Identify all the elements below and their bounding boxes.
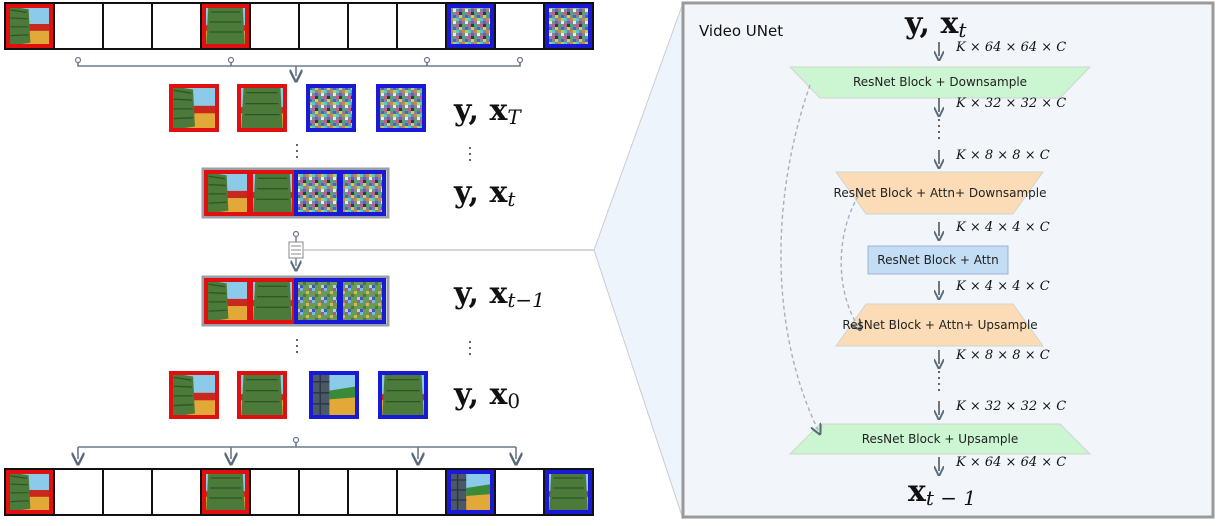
frame-cond-2	[237, 84, 287, 132]
row-x0	[169, 371, 428, 419]
strip-cell	[396, 2, 447, 50]
dim-label: K × 64 × 64 × C	[956, 455, 1067, 470]
packed-frame	[294, 170, 341, 216]
top-frame-strip	[4, 2, 594, 50]
label-y-x0: y, x0	[454, 377, 521, 414]
denoise-model-icon	[288, 230, 304, 267]
ellipsis-dots	[469, 147, 471, 161]
unet-title: Video UNet	[699, 22, 784, 40]
strip-cell	[347, 468, 398, 516]
dim-label: K × 32 × 32 × C	[956, 96, 1067, 111]
strip-frame	[202, 470, 249, 514]
dim-label: K × 8 × 8 × C	[956, 148, 1050, 163]
bottom-frame-strip	[4, 468, 594, 516]
packed-frame	[249, 170, 296, 216]
ellipsis-dots	[296, 144, 298, 158]
ellipsis-dots	[469, 341, 471, 355]
strip-frame	[545, 470, 592, 514]
strip-cell	[494, 468, 545, 516]
frame-noise-2	[376, 84, 426, 132]
packed-frame	[339, 278, 386, 324]
left-panel	[4, 2, 594, 516]
strip-frame	[6, 4, 53, 48]
strip-cell	[298, 2, 349, 50]
strip-frame	[447, 4, 494, 48]
strip-cell	[298, 468, 349, 516]
strip-cell	[53, 468, 104, 516]
packed-frame	[249, 278, 296, 324]
strip-cell	[347, 2, 398, 50]
strip-frame	[447, 470, 494, 514]
skip-connections	[780, 84, 863, 430]
zoom-connector	[303, 2, 684, 520]
gather-connector	[74, 56, 524, 77]
block-label-resnet-attn-upsample: ResNet Block + Attn+ Upsample	[842, 317, 1038, 332]
block-label-resnet-attn-middle: ResNet Block + Attn	[877, 252, 999, 267]
strip-cell	[249, 468, 300, 516]
strip-cell	[151, 2, 202, 50]
strip-cell	[151, 468, 202, 516]
frame-cond-1	[169, 84, 219, 132]
frame-cond-1	[169, 371, 219, 419]
strip-cell	[102, 2, 153, 50]
block-shape-resnet-attn-upsample	[835, 303, 1044, 347]
dim-label: K × 4 × 4 × C	[956, 279, 1050, 294]
packed-frame	[294, 278, 341, 324]
block-shape-resnet-attn-downsample	[835, 171, 1044, 215]
row-xT	[169, 84, 426, 132]
ellipsis-dots	[938, 119, 940, 139]
label-y-xT: y, xT	[454, 93, 521, 130]
dim-label: K × 32 × 32 × C	[956, 399, 1067, 414]
ellipsis-dots	[938, 371, 940, 391]
dim-label: K × 64 × 64 × C	[956, 40, 1067, 55]
strip-cell	[396, 468, 447, 516]
dim-label: K × 4 × 4 × C	[956, 220, 1050, 235]
block-label-resnet-attn-downsample: ResNet Block + Attn+ Downsample	[833, 185, 1047, 200]
strip-cell	[494, 2, 545, 50]
frame-gen-1	[309, 371, 359, 419]
block-label-resnet-downsample: ResNet Block + Downsample	[852, 74, 1028, 89]
ellipsis-dots	[296, 339, 298, 353]
packed-frame	[204, 170, 251, 216]
packed-frame	[339, 170, 386, 216]
block-shape-resnet-attn-middle	[867, 245, 1009, 275]
row-xt	[201, 167, 390, 219]
unet-output-label: xt − 1	[908, 474, 977, 511]
strip-frame	[545, 4, 592, 48]
dim-label: K × 8 × 8 × C	[956, 348, 1050, 363]
packed-frame	[204, 278, 251, 324]
frame-cond-2	[237, 371, 287, 419]
video-unet-panel	[303, 1, 1215, 520]
block-label-resnet-upsample: ResNet Block + Upsample	[861, 431, 1019, 446]
row-xt-minus-1	[201, 275, 390, 327]
block-shape-resnet-upsample	[788, 423, 1092, 455]
strip-cell	[53, 2, 104, 50]
strip-frame	[6, 470, 53, 514]
label-y-xt-minus-1: y, xt−1	[454, 276, 545, 313]
block-shape-resnet-downsample	[788, 66, 1092, 99]
frame-gen-2	[378, 371, 428, 419]
label-y-xt: y, xt	[454, 175, 516, 212]
strip-cell	[102, 468, 153, 516]
strip-frame	[202, 4, 249, 48]
scatter-connector	[78, 436, 516, 460]
unet-input-label: y, xt	[905, 6, 967, 43]
frame-noise-1	[306, 84, 356, 132]
strip-cell	[249, 2, 300, 50]
